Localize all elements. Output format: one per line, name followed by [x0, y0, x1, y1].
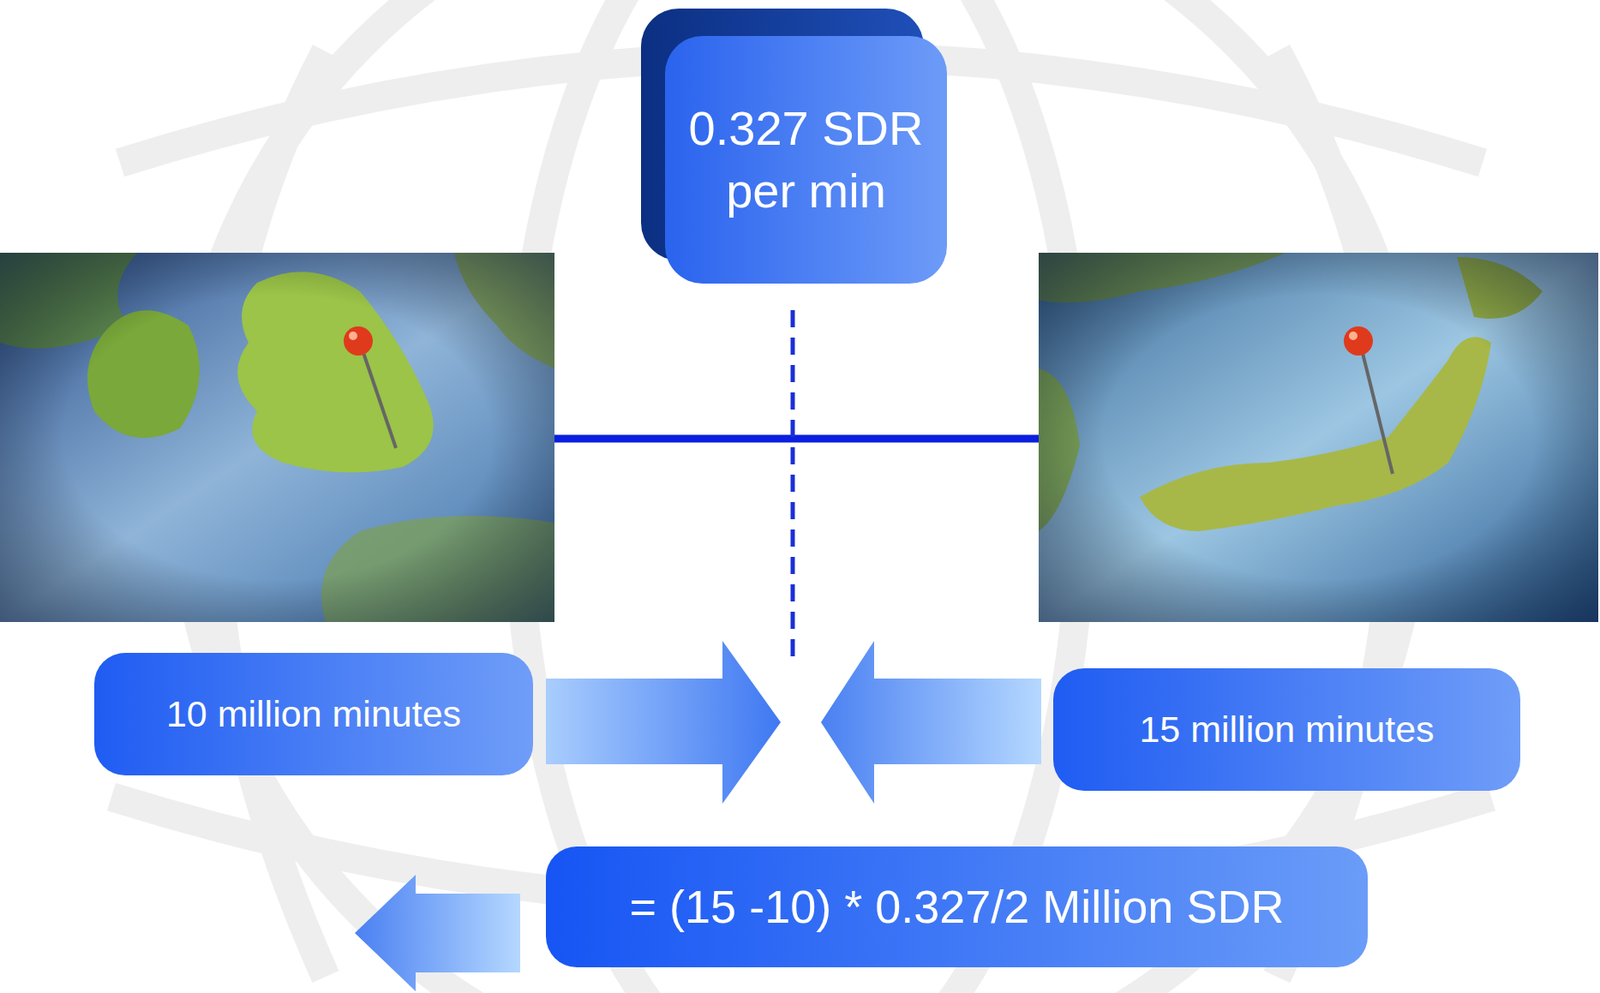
return-arrow: [354, 874, 521, 992]
minutes-box: 15 million minutes: [1053, 668, 1521, 792]
box-text: = (15 -10) * 0.327/2 Million SDR: [629, 876, 1285, 937]
box-text: 0.327 SDR per min: [683, 97, 929, 223]
box-text: 10 million minutes: [166, 690, 462, 739]
box-text: 15 million minutes: [1138, 706, 1434, 755]
right-arrow: [545, 641, 781, 804]
formula-box: = (15 -10) * 0.327/2 Million SDR: [545, 846, 1368, 968]
japan-map: [1038, 252, 1599, 623]
rate-box: 0.327 SDR per min: [665, 35, 947, 284]
uk-map: [0, 252, 555, 623]
left-arrow: [820, 641, 1042, 804]
midpoint-line: [791, 310, 796, 659]
link-line: [554, 435, 1039, 444]
minutes-box: 10 million minutes: [94, 653, 534, 776]
